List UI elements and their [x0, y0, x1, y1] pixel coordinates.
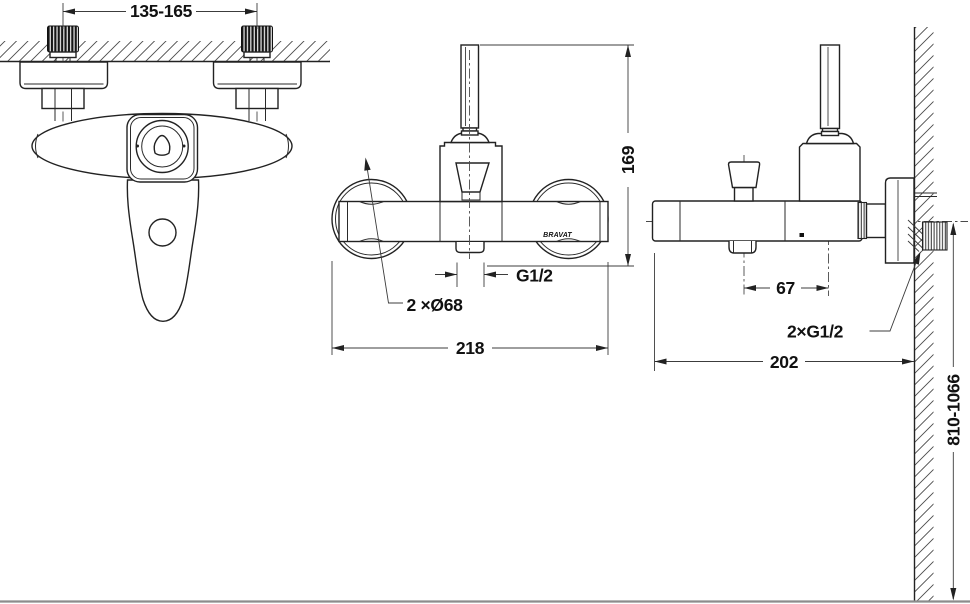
brand-logo: BRAVAT: [543, 232, 572, 239]
handle-button: [148, 218, 177, 247]
dim-label-overall-depth: 202: [770, 352, 799, 372]
mounting-bolt-left: [47, 25, 79, 62]
dim-label-escutcheon-diameter: 2 ×Ø68: [407, 295, 464, 315]
mounting-bolt-right: [241, 25, 273, 62]
dim-label-install-height: 810-1066: [944, 374, 964, 446]
eccentric-union: [921, 221, 948, 251]
mixer-body-bar: [338, 200, 609, 243]
callout-escutcheon-diameter: 2 ×Ø68: [364, 157, 464, 315]
connector-nut: [865, 203, 887, 239]
dim-label-axis-offset: 67: [776, 278, 795, 298]
lever-handle-side: [819, 44, 841, 137]
dim-overall-width: 218: [331, 261, 609, 358]
dim-label-outlet-thread: G1/2: [516, 266, 553, 286]
handle-dome-side: [805, 132, 855, 145]
shower-outlet-stub: [455, 242, 485, 254]
wall-flange: [884, 177, 915, 264]
front-view: [19, 25, 302, 323]
dim-label-mount-spacing: 135-165: [130, 1, 193, 21]
dim-label-overall-height: 169: [618, 145, 638, 174]
dim-mount-spacing: 135-165: [62, 1, 258, 29]
body-tube-side: [651, 200, 863, 242]
knurled-nut: [857, 201, 868, 240]
escutcheon-left: [19, 61, 109, 121]
dim-overall-height: 169: [480, 44, 638, 267]
wall-section-right: [913, 27, 937, 601]
dim-axis-offset: 67: [744, 278, 829, 298]
cartridge-housing: [439, 141, 503, 203]
plate-screw-dot-right: [182, 144, 186, 148]
dim-install-height: 810-1066: [944, 222, 964, 601]
dim-label-overall-width: 218: [456, 338, 485, 358]
set-screw-dot: [799, 233, 804, 237]
side-view: [646, 44, 968, 296]
dim-outlet-thread: G1/2: [435, 262, 554, 287]
diverter-knob: [727, 161, 761, 202]
cartridge-cover-plate: [126, 113, 199, 183]
dim-label-inlet-thread: 2×G1/2: [787, 322, 844, 342]
shower-outlet-stub-side: [728, 241, 757, 254]
dim-overall-depth: 202: [654, 253, 914, 372]
installed-front-view: BRAVAT: [331, 44, 609, 260]
escutcheon-right: [212, 61, 302, 121]
plate-screw-dot-left: [136, 144, 139, 148]
callout-inlet-thread: 2×G1/2: [787, 251, 921, 342]
cartridge-tower-side: [798, 142, 861, 202]
temperature-indicator: [153, 134, 171, 156]
eccentric-connector-lines: [907, 219, 923, 252]
lever-handle-front: [126, 179, 200, 323]
